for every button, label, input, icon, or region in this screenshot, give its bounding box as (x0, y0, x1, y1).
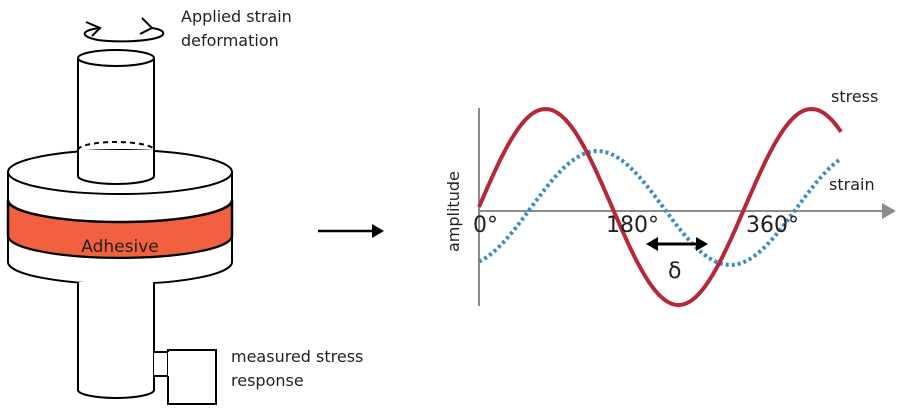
tick-label-0: 0° (473, 213, 498, 238)
tick-label-180: 180° (606, 213, 659, 238)
rotation-arrows-icon (83, 17, 165, 43)
waveform-plot: amplitude 0° 180° 360° δ stress strain (444, 87, 896, 308)
measured-stress-label-line2: response (231, 371, 304, 390)
strain-label: strain (829, 175, 875, 194)
tick-label-360: 360° (746, 213, 799, 238)
stress-sensor-box (154, 351, 169, 377)
double-arrow-icon (646, 237, 708, 251)
stress-label: stress (831, 87, 878, 106)
phase-shift-symbol: δ (668, 259, 681, 284)
y-axis-label: amplitude (444, 171, 463, 252)
stress-curve (477, 106, 843, 308)
strain-curve (478, 148, 843, 267)
rheometer-apparatus: Applied strain deformation Adhesive meas… (6, 7, 363, 405)
x-axis-arrowhead (882, 203, 896, 219)
right-arrow-icon (318, 224, 384, 238)
bottom-shaft (77, 282, 217, 405)
lower-plate (7, 235, 233, 285)
applied-strain-label-line2: deformation (181, 31, 279, 50)
upper-plate (7, 141, 233, 223)
measured-stress-label-line1: measured stress (231, 347, 363, 366)
applied-strain-label-line1: Applied strain (181, 7, 292, 26)
adhesive-label: Adhesive (81, 237, 158, 257)
